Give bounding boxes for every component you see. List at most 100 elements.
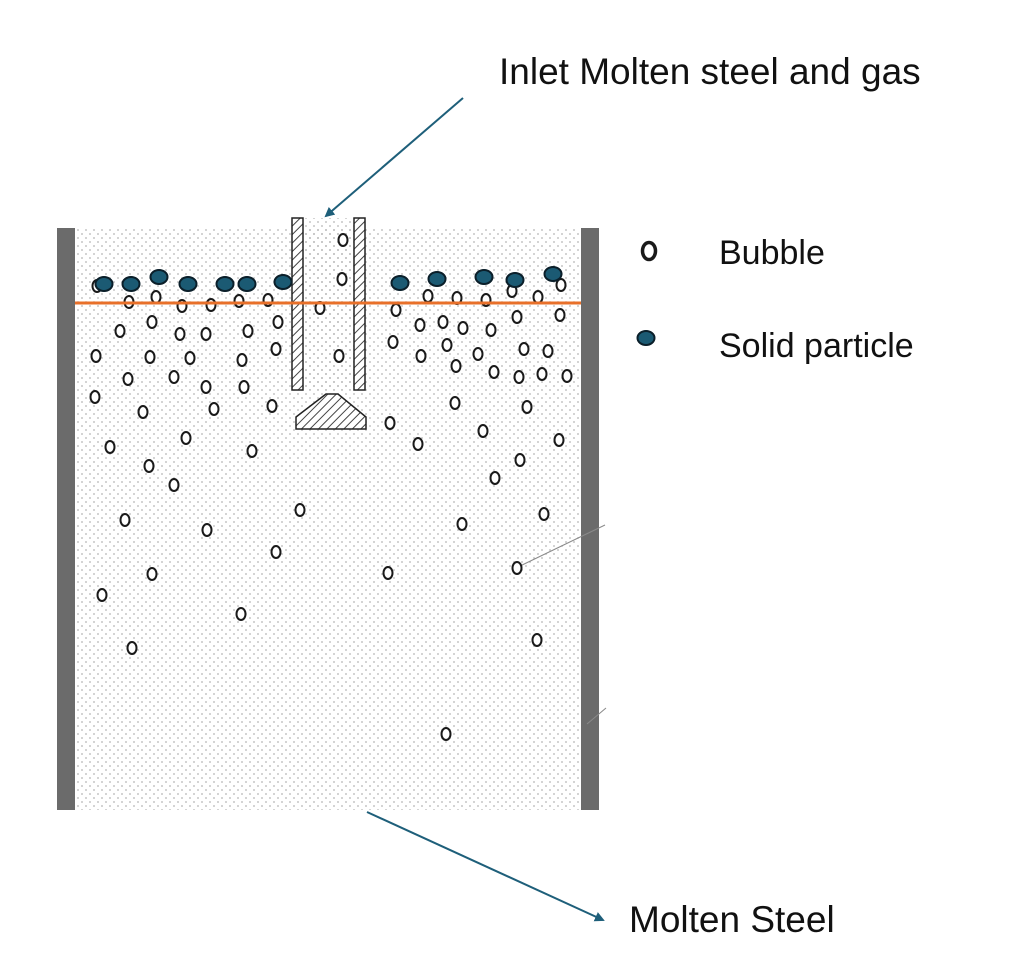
bubble (137, 405, 149, 419)
bubble (472, 347, 484, 361)
bubble (441, 338, 453, 352)
bubble (449, 396, 461, 410)
bubble (235, 607, 247, 621)
solid-particle (427, 271, 447, 287)
bubble (119, 513, 131, 527)
bubble (236, 353, 248, 367)
solid-particle (474, 269, 494, 285)
bubble (485, 323, 497, 337)
solid-particle (505, 272, 525, 288)
bubble (412, 437, 424, 451)
bubble (143, 459, 155, 473)
molten-steel-label: Molten Steel (629, 899, 835, 940)
bubble (168, 370, 180, 384)
bubble (266, 399, 278, 413)
bubble (126, 641, 138, 655)
bubble (532, 290, 544, 304)
bubble (440, 727, 452, 741)
inlet-arrow-icon (324, 97, 464, 218)
bubble (542, 344, 554, 358)
bubble (415, 349, 427, 363)
bubble (457, 321, 469, 335)
bubble (553, 433, 565, 447)
bubble (387, 335, 399, 349)
bubble (205, 298, 217, 312)
bubble (536, 367, 548, 381)
bubble (382, 566, 394, 580)
solid-particle-legend-label: Solid particle (719, 327, 914, 365)
bubble (270, 342, 282, 356)
bubble (90, 349, 102, 363)
bubble (450, 359, 462, 373)
bubble (114, 324, 126, 338)
bubble (538, 507, 550, 521)
inlet-label: Inlet Molten steel and gas (499, 51, 921, 92)
bubble (272, 315, 284, 329)
bubble-legend-icon (640, 240, 658, 262)
bubble (518, 342, 530, 356)
bubble (489, 471, 501, 485)
solid-particle (178, 276, 198, 292)
legend: Bubble Solid particle (636, 234, 914, 365)
bubble (294, 503, 306, 517)
bubble (437, 315, 449, 329)
bubble (337, 233, 349, 247)
solid-particle (149, 269, 169, 285)
bubble (104, 440, 116, 454)
right-wall (581, 228, 599, 810)
bubble (168, 478, 180, 492)
bubble (89, 390, 101, 404)
bubble (561, 369, 573, 383)
bubble (174, 327, 186, 341)
bubble (511, 561, 523, 575)
solid-particle (94, 276, 114, 292)
solid-particle (121, 276, 141, 292)
bubble (200, 380, 212, 394)
solid-particle (390, 275, 410, 291)
bubble-legend-label: Bubble (719, 234, 825, 272)
bubble (384, 416, 396, 430)
bubble (146, 567, 158, 581)
bubble (144, 350, 156, 364)
bubble (238, 380, 250, 394)
bubble (511, 310, 523, 324)
faint-pointer-line-1 (517, 524, 606, 568)
bubble (201, 523, 213, 537)
flow-deflector (295, 393, 367, 430)
bubble (96, 588, 108, 602)
bubble (514, 453, 526, 467)
bubble (200, 327, 212, 341)
bubble (146, 315, 158, 329)
bubble (513, 370, 525, 384)
bubble (180, 431, 192, 445)
bubble (122, 372, 134, 386)
left-wall (57, 228, 75, 810)
bubble (555, 278, 567, 292)
solid-particle (237, 276, 257, 292)
bubble (246, 444, 258, 458)
bubble (233, 294, 245, 308)
bubble (456, 517, 468, 531)
solid-particle (215, 276, 235, 292)
bubble (184, 351, 196, 365)
bubble (422, 289, 434, 303)
bubble (390, 303, 402, 317)
solid-particle (273, 274, 293, 290)
bubble (414, 318, 426, 332)
molten-steel-arrow-icon (366, 811, 605, 922)
bubble (333, 349, 345, 363)
bubble (488, 365, 500, 379)
faint-pointer-line-2 (586, 707, 607, 725)
bubble (531, 633, 543, 647)
solid-particle-legend-icon (636, 330, 656, 346)
bubble (150, 290, 162, 304)
solid-particle (543, 266, 563, 282)
bubble (270, 545, 282, 559)
bubble (521, 400, 533, 414)
bubbles (89, 233, 573, 741)
bubble (208, 402, 220, 416)
bubble (554, 308, 566, 322)
bubble (336, 272, 348, 286)
solid-particles (94, 266, 563, 292)
